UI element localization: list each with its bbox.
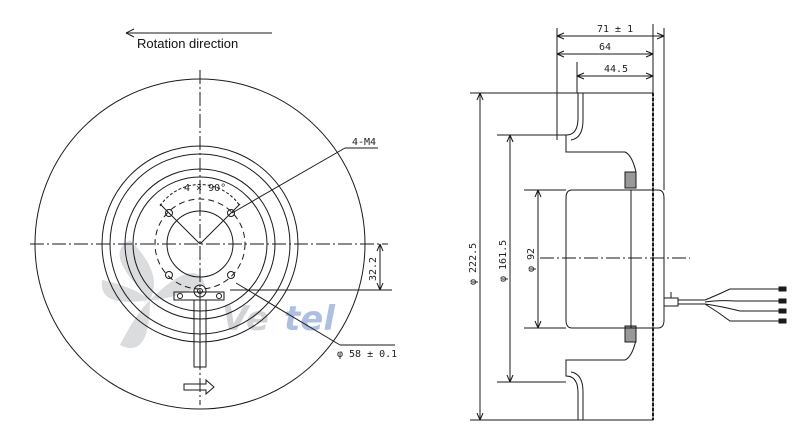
rotation-direction-label: Rotation direction bbox=[137, 36, 238, 51]
cable-wires bbox=[704, 288, 785, 322]
housing-outline bbox=[578, 92, 654, 421]
hole-circle-callout: φ 58 ± 0.1 bbox=[337, 349, 397, 360]
watermark-logo: Ve tel bbox=[101, 240, 336, 348]
hatched-section-top bbox=[624, 171, 637, 189]
angle-leader-left bbox=[159, 203, 201, 245]
cable-assembly bbox=[663, 286, 787, 324]
depth-dimensions bbox=[556, 24, 665, 190]
fan-logo-icon bbox=[101, 240, 205, 348]
inlet-diameter-dim: φ 161.5 bbox=[498, 240, 509, 282]
angle-leader-right bbox=[199, 203, 241, 245]
side-view: 71 ± 1 64 44.5 φ 222.5 φ 161.5 φ 92 bbox=[468, 24, 787, 421]
depth-44-dim: 44.5 bbox=[604, 64, 628, 75]
inlet-ring-bottom-inner bbox=[570, 371, 584, 420]
diameter-dimensions bbox=[470, 92, 578, 421]
motor-diameter-dim: φ 92 bbox=[526, 248, 537, 272]
rotation-direction-indicator bbox=[125, 28, 272, 38]
hole-circle-leader bbox=[235, 282, 341, 346]
outer-scroll-circle bbox=[34, 78, 366, 410]
inlet-ring-bottom bbox=[565, 326, 637, 420]
motor-body bbox=[565, 189, 665, 329]
inlet-ring-top bbox=[565, 93, 637, 185]
mounting-holes bbox=[165, 209, 235, 279]
hatched-section-bottom bbox=[624, 325, 637, 343]
mounting-hole bbox=[165, 209, 173, 217]
mounting-hole bbox=[227, 209, 235, 217]
thread-callout: 4-M4 bbox=[352, 137, 376, 148]
mounting-hole bbox=[227, 271, 235, 279]
outer-diameter-dim: φ 222.5 bbox=[468, 243, 479, 285]
angle-arc bbox=[159, 184, 241, 207]
depth-64-dim: 64 bbox=[599, 42, 611, 53]
overall-depth-dim: 71 ± 1 bbox=[597, 24, 633, 35]
angle-callout: 4 × 90° bbox=[184, 183, 226, 194]
offset-dimension-text: 32.2 bbox=[368, 257, 379, 281]
inlet-ring-top-inner bbox=[570, 93, 584, 141]
cable-bracket bbox=[173, 284, 225, 368]
shaft-boss-circle bbox=[166, 210, 234, 278]
watermark-text-blue: tel bbox=[284, 299, 336, 339]
mounting-hole bbox=[165, 271, 173, 279]
watermark-text-grey: Ve bbox=[222, 299, 269, 339]
airflow-arrow-icon bbox=[183, 378, 215, 396]
front-view: Rotation direction 4 × 90° 4-M4 φ bbox=[30, 28, 397, 410]
thread-leader bbox=[231, 147, 346, 214]
offset-arrows bbox=[376, 243, 384, 291]
